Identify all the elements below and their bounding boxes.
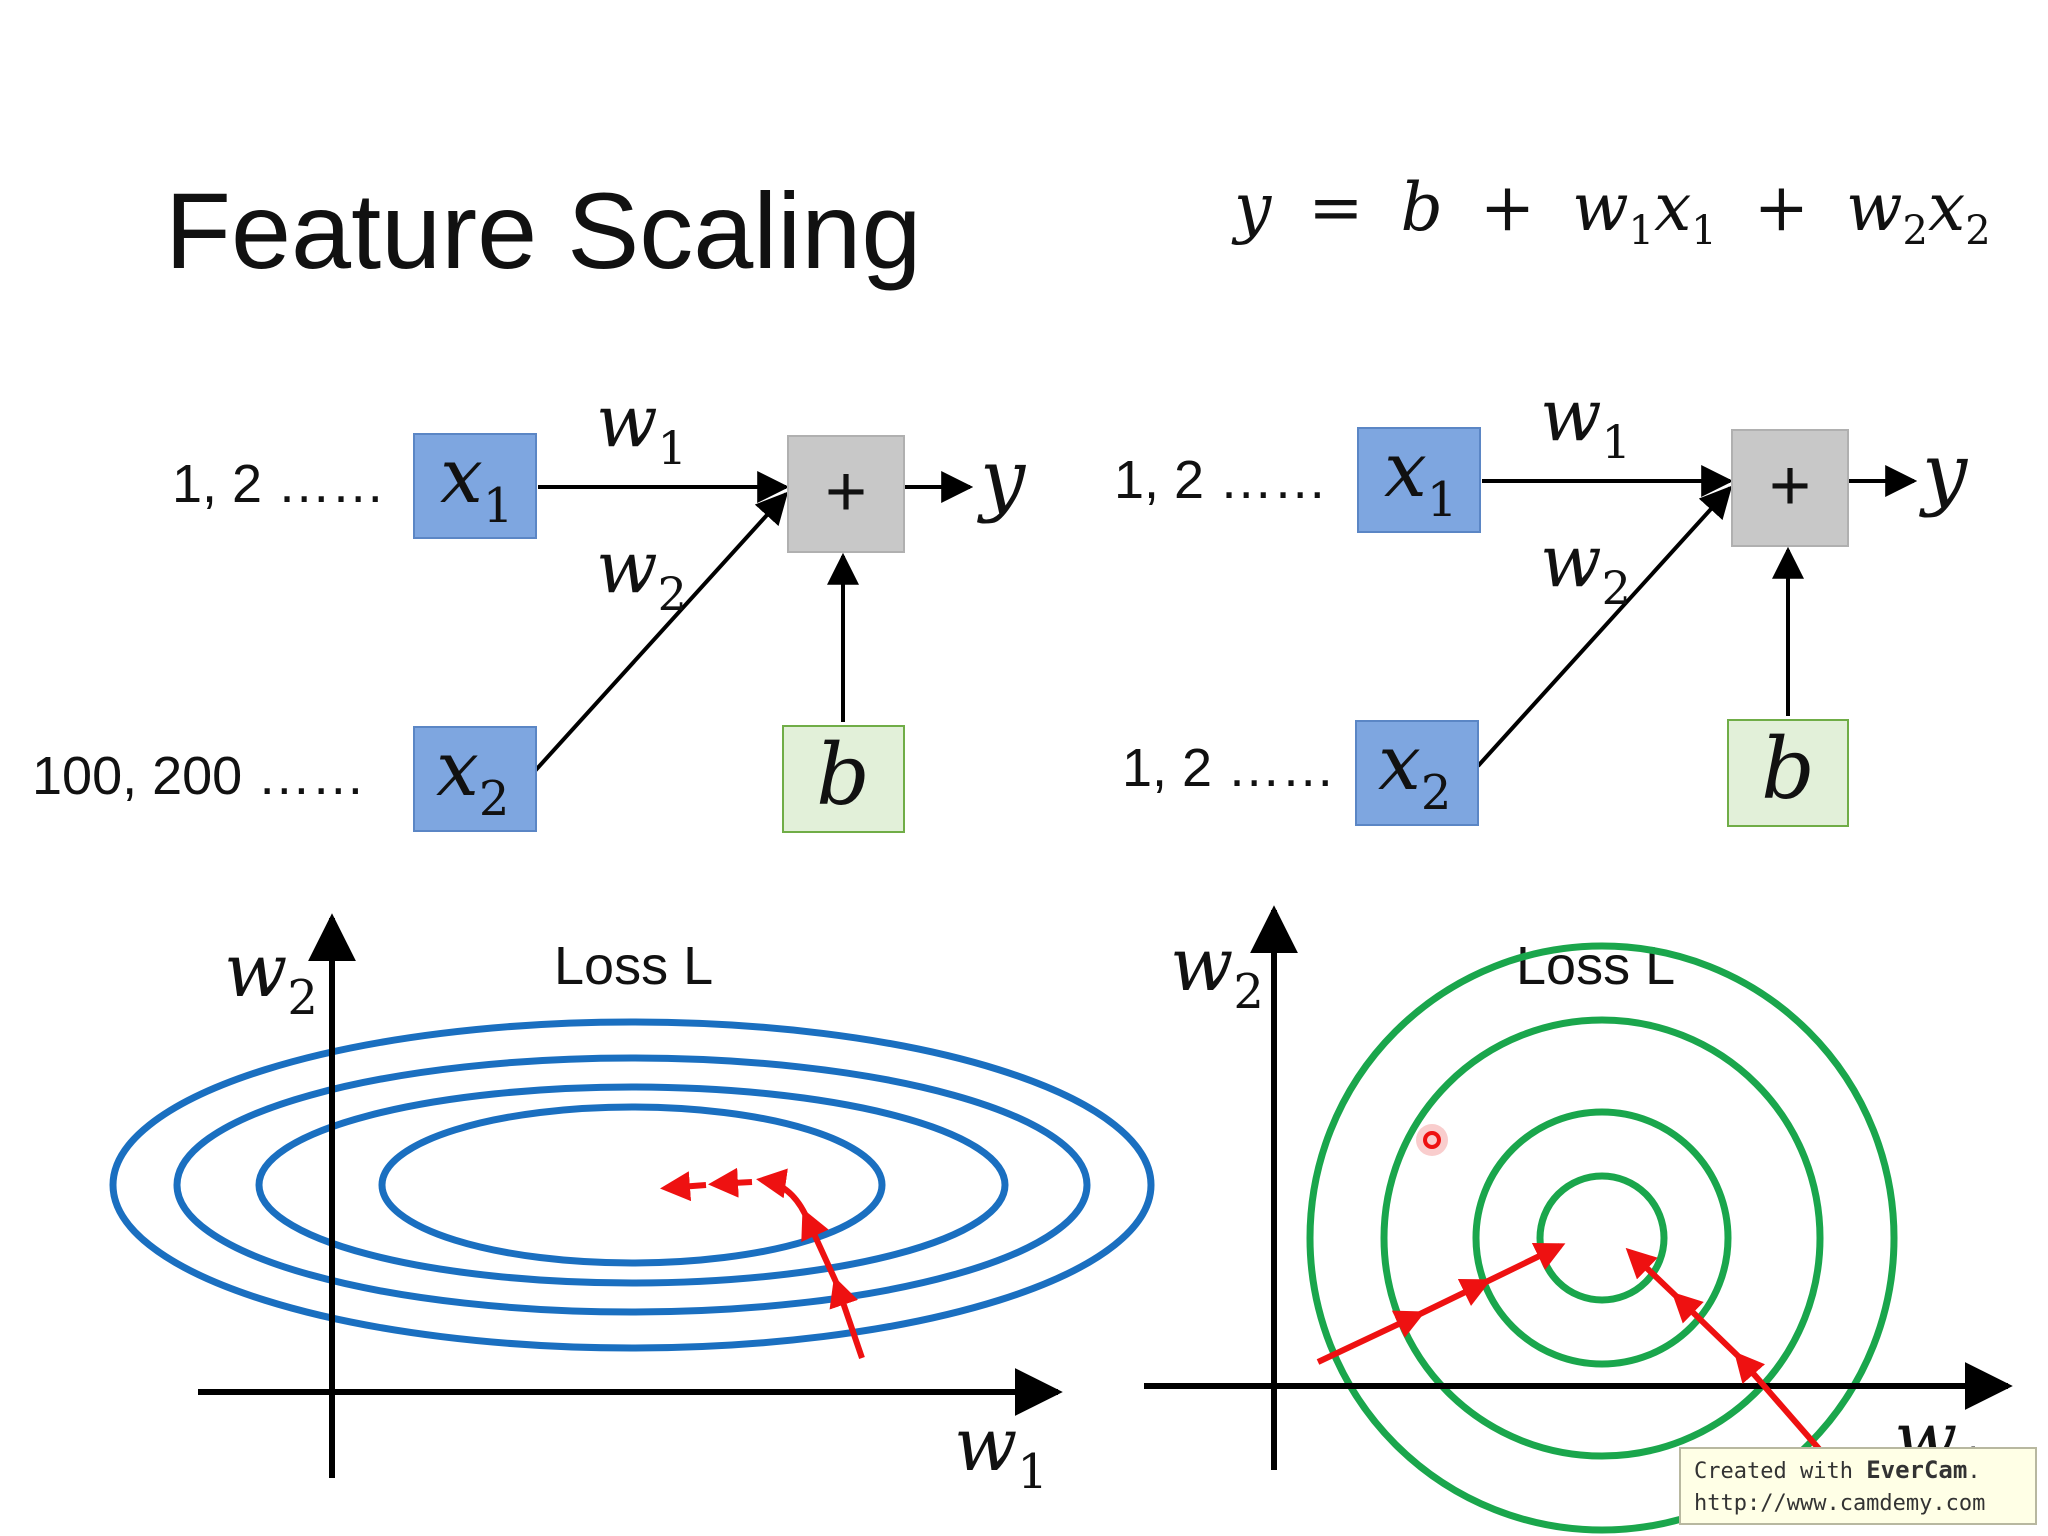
svg-text:Created with EverCam.: Created with EverCam. xyxy=(1694,1456,1981,1484)
svg-text:http://www.camdemy.com: http://www.camdemy.com xyxy=(1694,1491,1985,1516)
right-input2-values: 1, 2 …… xyxy=(1122,738,1335,798)
svg-text:y = b +: y = b + w1x1 + w2x2 xyxy=(1231,169,1991,260)
left-contour-3 xyxy=(255,1083,1009,1287)
eq-y: y xyxy=(1231,169,1272,246)
right-sum-node xyxy=(1731,429,1849,547)
left-x-axis-label: w1 xyxy=(954,1402,1048,1500)
left-contours xyxy=(109,1018,1155,1352)
equation: y = b + w1x1 + w2x2 xyxy=(1231,169,1991,260)
svg-text:b: b xyxy=(816,726,870,824)
svg-text:+: + xyxy=(825,452,867,532)
right-node-x2 xyxy=(1355,720,1479,826)
evercam-watermark: Created with EverCam. http://www.camdemy… xyxy=(1679,1447,2037,1525)
svg-text:x2: x2 xyxy=(436,724,509,827)
left-weight-w2: w2 xyxy=(596,525,687,621)
right-loss-plot: Loss L w2 w1 xyxy=(1144,905,2013,1534)
left-bias-node xyxy=(782,725,905,833)
right-weight-w1: w1 xyxy=(1540,373,1631,469)
svg-text:x1: x1 xyxy=(1384,425,1457,528)
left-output-y: y xyxy=(977,432,1027,525)
left-node-x2 xyxy=(413,726,537,832)
right-node-x1 xyxy=(1357,427,1481,533)
right-descent-path-2 xyxy=(1625,1247,1823,1452)
left-node-x1 xyxy=(413,433,537,539)
svg-text:x1: x1 xyxy=(440,431,513,534)
svg-text:b: b xyxy=(1761,720,1815,818)
left-weight-w1: w1 xyxy=(596,379,687,475)
right-network: 1, 2 …… 1, 2 …… x1 x2 + b w1 w2 y xyxy=(1114,373,1969,827)
left-contour-1 xyxy=(109,1018,1155,1352)
left-input1-values: 1, 2 …… xyxy=(172,454,385,514)
right-output-y: y xyxy=(1919,426,1969,519)
left-network: 1, 2 …… 100, 200 …… x1 x2 + b w1 w2 y xyxy=(32,379,1027,833)
left-loss-plot: Loss L w2 w1 xyxy=(109,913,1155,1500)
right-contour-3 xyxy=(1472,1108,1732,1368)
right-contour-4 xyxy=(1536,1172,1668,1304)
left-contour-2 xyxy=(173,1054,1091,1316)
svg-text:x2: x2 xyxy=(1378,718,1451,821)
left-input2-values: 100, 200 …… xyxy=(32,746,365,806)
left-y-axis-label: w2 xyxy=(224,928,318,1026)
right-bias-node xyxy=(1727,719,1849,827)
right-contour-1 xyxy=(1306,942,1898,1534)
right-y-axis-label: w2 xyxy=(1170,922,1264,1020)
page-title: Feature Scaling xyxy=(165,170,921,291)
left-plot-title: Loss L xyxy=(554,936,713,996)
right-contour-2 xyxy=(1380,1016,1824,1460)
left-descent-path xyxy=(660,1167,865,1359)
left-sum-node xyxy=(787,435,905,553)
right-contours xyxy=(1306,942,1898,1534)
svg-text:+: + xyxy=(1769,446,1811,526)
left-contour-4 xyxy=(378,1103,886,1267)
right-descent-path-1 xyxy=(1316,1243,1566,1365)
cursor-point-marker xyxy=(1416,1124,1448,1156)
right-input1-values: 1, 2 …… xyxy=(1114,450,1327,510)
right-weight-w2: w2 xyxy=(1540,519,1631,615)
